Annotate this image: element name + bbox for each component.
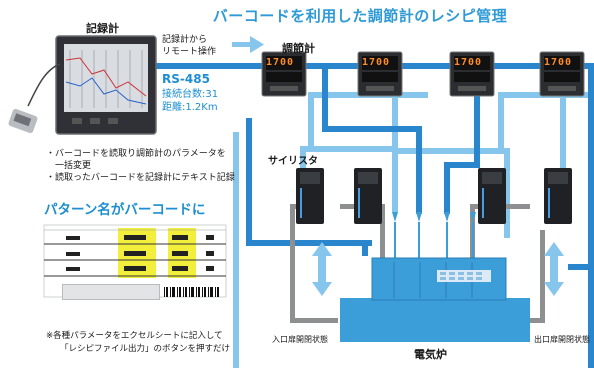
door-in-label: 入口扉開閉状態 [272, 335, 328, 344]
rs485-link [156, 63, 164, 69]
recorder-label: 記録計 [86, 22, 119, 35]
thyristor-label: サイリスタ [268, 156, 318, 167]
controller-1-display: 1700 [266, 57, 295, 68]
connection-distance: 距離:1.2Km [162, 102, 218, 113]
note-line1: ※各種パラメータをエクセルシートに記入して [46, 331, 223, 341]
door-out-arrow [544, 242, 564, 296]
electric-furnace [340, 257, 530, 342]
thyristor-2 [354, 168, 382, 224]
bullet-1: ・バーコードを読取り調節計のパラメータを [46, 149, 226, 159]
bullet-2: ・読取ったバーコードを記録計にテキスト記録 [46, 173, 235, 183]
pattern-title: パターン名がバーコードに [44, 202, 206, 218]
barcode-strip [164, 287, 219, 297]
rs485-label: RS-485 [162, 72, 210, 86]
thyristor-1 [296, 168, 324, 224]
door-out-label: 出口扉開閉状態 [534, 335, 590, 344]
remote-arrow [232, 36, 264, 53]
recorder-device [55, 35, 157, 135]
page-title: バーコードを利用した調節計のレシピ管理 [212, 7, 508, 25]
remote-note-line2: リモート操作 [162, 47, 217, 57]
door-in-arrow [312, 242, 332, 296]
furnace-label: 電気炉 [414, 348, 447, 361]
temperature-controller-1 [261, 51, 307, 97]
controller-4-display: 1700 [544, 57, 573, 68]
bullet-1-continued: 一括変更 [46, 161, 92, 171]
sensor-cones [392, 212, 476, 262]
recipe-output-button [62, 284, 160, 300]
thyristor-3 [478, 168, 506, 224]
connection-count: 接続台数:31 [162, 89, 219, 100]
controller-3-display: 1700 [454, 57, 483, 68]
controller-2-display: 1700 [362, 57, 391, 68]
remote-note-line1: 記録計から [162, 35, 208, 45]
temperature-controller-3 [449, 51, 495, 97]
thyristor-4 [544, 168, 572, 224]
barcode-reader [8, 63, 61, 134]
note-line2: 「レシピファイル出力」のボタンを押すだけ [60, 344, 231, 354]
temperature-controller-4 [539, 51, 585, 97]
controller-label: 調節計 [282, 42, 315, 55]
temperature-controller-2 [357, 51, 403, 97]
